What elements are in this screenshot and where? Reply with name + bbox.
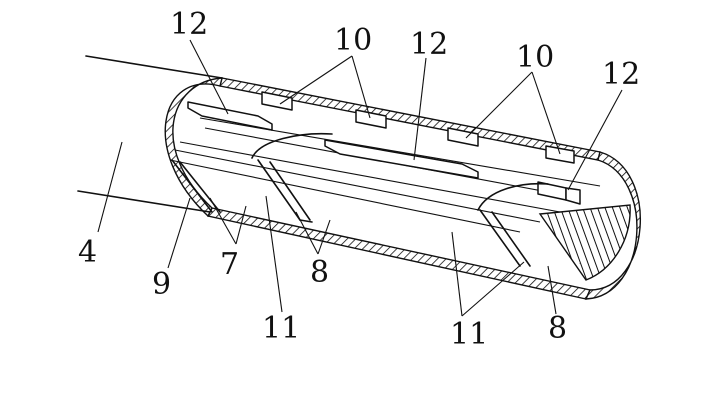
end-wedge bbox=[538, 204, 631, 281]
label-8-right: 8 bbox=[548, 311, 567, 346]
label-7: 7 bbox=[220, 247, 239, 282]
chip-1 bbox=[261, 91, 293, 111]
label-10-right: 10 bbox=[516, 40, 554, 75]
label-12-left: 12 bbox=[170, 7, 208, 42]
conductor-bar-middle bbox=[324, 139, 479, 179]
label-11-right: 11 bbox=[450, 317, 488, 352]
label-9: 9 bbox=[152, 267, 171, 302]
chip-2 bbox=[355, 109, 387, 129]
label-12-middle: 12 bbox=[410, 27, 448, 62]
label-4: 4 bbox=[78, 235, 97, 270]
sensor-chips bbox=[261, 91, 575, 164]
reference-labels: 12 10 12 10 12 4 9 7 8 11 11 8 bbox=[78, 7, 640, 352]
leader-lines bbox=[97, 39, 623, 317]
outline-bottom-extension bbox=[77, 190, 211, 213]
chip-4 bbox=[545, 145, 575, 164]
label-12-right: 12 bbox=[602, 57, 640, 92]
conductor-bars bbox=[187, 101, 581, 205]
conductor-bar-right bbox=[537, 181, 567, 201]
outline-top-extension bbox=[85, 55, 223, 79]
label-11-left: 11 bbox=[262, 311, 300, 346]
conductor-bar-left bbox=[187, 101, 273, 131]
label-10-left: 10 bbox=[334, 23, 372, 58]
label-8-left: 8 bbox=[310, 255, 329, 290]
chip-3 bbox=[447, 127, 479, 147]
